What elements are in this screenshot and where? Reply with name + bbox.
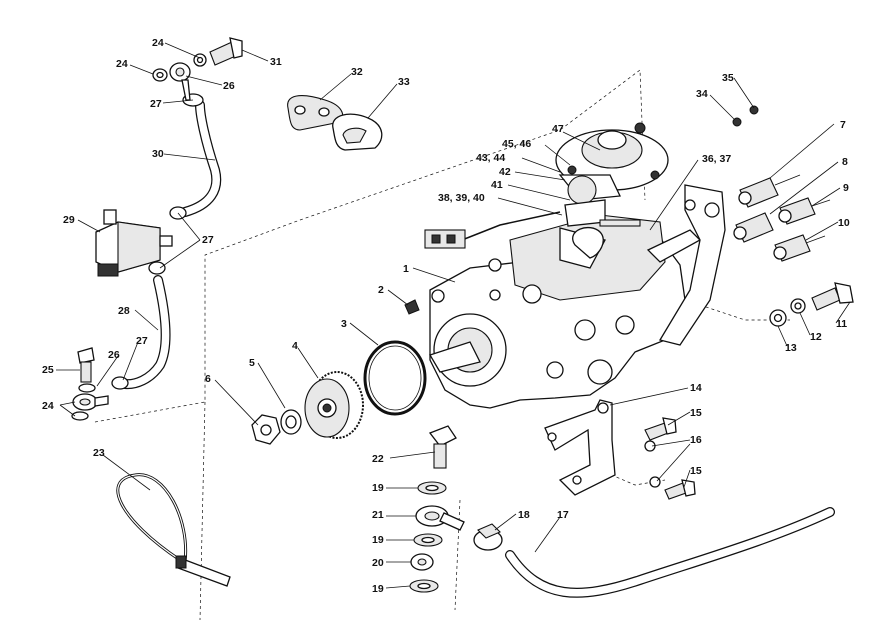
drive-gear-assembly — [251, 299, 427, 445]
callout-38-39-40: 38, 39, 40 — [438, 192, 485, 204]
cable-tie — [116, 473, 231, 587]
callout-10: 10 — [838, 217, 850, 229]
callout-22: 22 — [372, 453, 384, 465]
callout-30: 30 — [152, 148, 164, 160]
callout-31: 31 — [270, 56, 282, 68]
fuel-pipes — [111, 93, 222, 390]
callout-8: 8 — [842, 156, 848, 168]
callout-27-lower: 27 — [136, 335, 148, 347]
connector-wire — [424, 211, 561, 249]
callout-47: 47 — [552, 123, 564, 135]
callout-2: 2 — [378, 284, 384, 296]
bolt-and-washers — [769, 282, 854, 327]
solenoid-valve — [95, 209, 173, 277]
sensors — [733, 174, 831, 262]
callout-19-bottom: 19 — [372, 583, 384, 595]
callout-41: 41 — [491, 179, 503, 191]
callout-19-top: 19 — [372, 482, 384, 494]
callout-34: 34 — [696, 88, 708, 100]
callout-3: 3 — [341, 318, 347, 330]
rubber-mounts — [287, 95, 383, 151]
callout-18: 18 — [518, 509, 530, 521]
callout-12: 12 — [810, 331, 822, 343]
callout-24-top: 24 — [152, 37, 164, 49]
callout-20: 20 — [372, 557, 384, 569]
support-bracket — [658, 184, 726, 346]
callout-35: 35 — [722, 72, 734, 84]
callout-26-top: 26 — [223, 80, 235, 92]
callout-24-top-left: 24 — [116, 58, 128, 70]
callout-26-lower: 26 — [108, 349, 120, 361]
small-nuts — [732, 105, 759, 127]
injection-pump-body — [429, 214, 702, 409]
banjo-fitting-stack — [409, 425, 465, 593]
callout-9: 9 — [843, 182, 849, 194]
callout-19-middle: 19 — [372, 534, 384, 546]
callout-23: 23 — [93, 447, 105, 459]
governor-cover — [555, 122, 669, 227]
callout-5: 5 — [249, 357, 255, 369]
lower-banjo-fitting — [71, 347, 109, 421]
callout-6: 6 — [205, 373, 211, 385]
callout-42: 42 — [499, 166, 511, 178]
callout-15-lower: 15 — [690, 465, 702, 477]
upper-banjo-fitting — [152, 37, 243, 101]
callout-29: 29 — [63, 214, 75, 226]
callout-7: 7 — [840, 119, 846, 131]
callout-labels: 1 2 3 4 5 6 7 8 9 10 11 12 13 14 15 15 1… — [42, 37, 850, 595]
callout-36-37: 36, 37 — [702, 153, 731, 165]
callout-14: 14 — [690, 382, 702, 394]
leader-lines — [56, 42, 851, 589]
callout-24-lower: 24 — [42, 400, 54, 412]
lower-bracket — [544, 399, 696, 500]
return-hose — [473, 507, 835, 598]
callout-13: 13 — [785, 342, 797, 354]
callout-16: 16 — [690, 434, 702, 446]
callout-32: 32 — [351, 66, 363, 78]
callout-21: 21 — [372, 509, 384, 521]
callout-11: 11 — [836, 318, 847, 330]
callout-27-top: 27 — [150, 98, 162, 110]
callout-45-46: 45, 46 — [502, 138, 531, 150]
callout-25: 25 — [42, 364, 54, 376]
callout-28: 28 — [118, 305, 130, 317]
callout-27-middle: 27 — [202, 234, 214, 246]
callout-33: 33 — [398, 76, 410, 88]
callout-43-44: 43, 44 — [476, 152, 505, 164]
callout-1: 1 — [403, 263, 409, 275]
callout-17: 17 — [557, 509, 569, 521]
callout-15-upper: 15 — [690, 407, 702, 419]
callout-4: 4 — [292, 340, 298, 352]
